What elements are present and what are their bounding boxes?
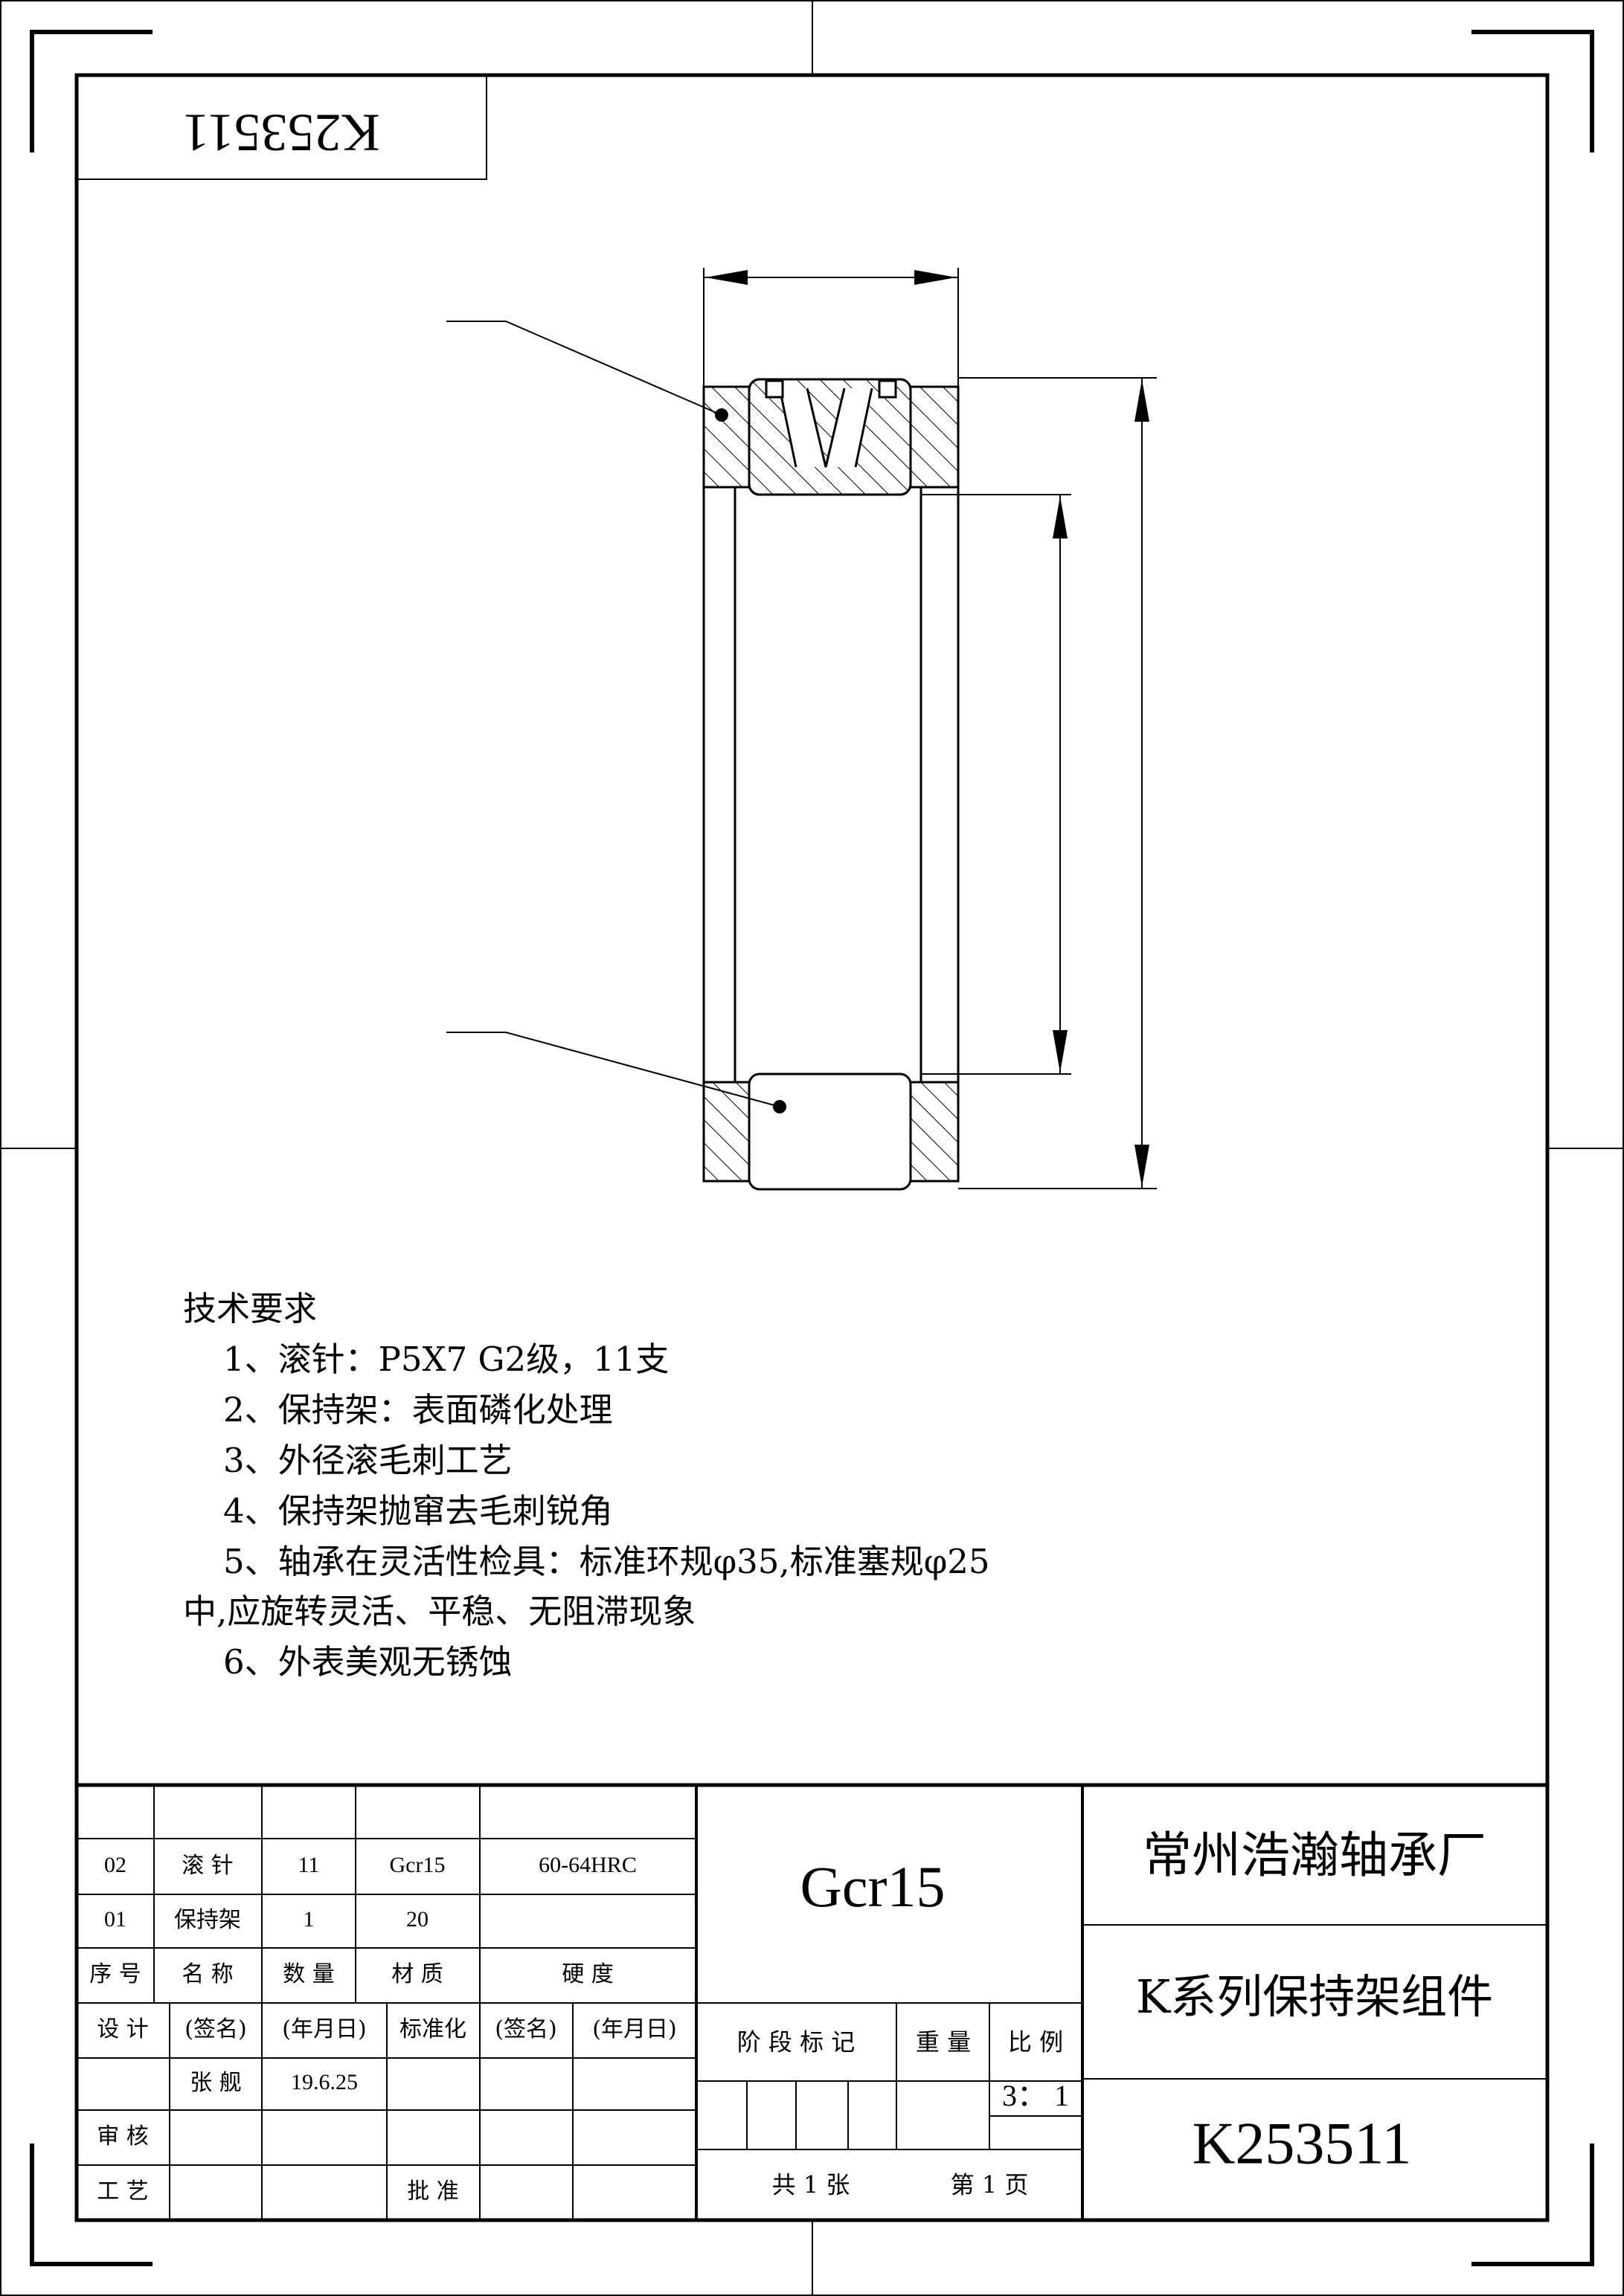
tech-line: 3、外径滚毛刺工艺	[223, 1441, 513, 1480]
dimension-arrows	[705, 270, 1149, 1187]
review-label: 审 核	[97, 2123, 149, 2149]
sheet-count: 共 1 张	[772, 2171, 850, 2199]
corner-code-box: K253511	[76, 74, 487, 180]
inner-border	[74, 73, 1550, 2222]
bom-header-no: 序 号	[89, 1961, 141, 1987]
weight-label: 重 量	[916, 2028, 971, 2057]
tech-line: 中,应旋转灵活、平稳、无阻滞现象	[183, 1592, 696, 1631]
stage-label: 阶 段 标 记	[737, 2028, 856, 2057]
company-name: 常州浩瀚轴承厂	[1143, 1827, 1486, 1884]
bearing-section	[446, 268, 1157, 1191]
sign-label: (签名)	[184, 2016, 246, 2042]
bom-row-material: Gcr15	[390, 1853, 446, 1877]
scale-label: 比 例	[1008, 2028, 1063, 2057]
tech-line: 2、保持架：表面磷化处理	[223, 1390, 613, 1430]
bom-row-no: 02	[104, 1853, 126, 1877]
sign-label: (签名)	[495, 2016, 556, 2042]
bom-row-qty: 1	[304, 1907, 315, 1932]
sign-design-label: 设 计	[97, 2016, 149, 2042]
approve-label: 批 准	[407, 2178, 459, 2205]
tech-line: 1、滚针：P5X7 G2级，11支	[223, 1340, 669, 1379]
tech-line: 6、外表美观无锈蚀	[223, 1642, 513, 1682]
tech-requirements: 技术要求 1、滚针：P5X7 G2级，11支 2、保持架：表面磷化处理 3、外径…	[183, 1289, 989, 1682]
corner-marks	[30, 30, 1594, 2266]
standard-label: 标准化	[399, 2016, 466, 2042]
title-block	[77, 1783, 1547, 2220]
bom-header-qty: 数 量	[283, 1961, 335, 1987]
corner-code: K253511	[182, 103, 379, 162]
bom-header-material: 材 质	[391, 1961, 443, 1987]
bom-row-hardness: 60-64HRC	[539, 1853, 637, 1877]
material-center: Gcr15	[800, 1854, 946, 1919]
part-name: K系列保持架组件	[1136, 1969, 1493, 2024]
date-label: (年月日)	[592, 2016, 676, 2042]
date-label: (年月日)	[282, 2016, 366, 2042]
bom-row-qty: 11	[298, 1853, 320, 1877]
bom-row-no: 01	[104, 1907, 126, 1932]
designer-name: 张 舰	[190, 2070, 242, 2096]
bom-row-name: 滚 针	[182, 1853, 234, 1879]
drawing-number: K253511	[1193, 2111, 1412, 2176]
bom-header-hardness: 硬 度	[562, 1961, 614, 1987]
scale-value: 3： 1	[1002, 2079, 1069, 2112]
bom-row-material: 20	[406, 1907, 429, 1932]
tech-line: 4、保持架抛窜去毛刺锐角	[223, 1491, 613, 1531]
process-label: 工 艺	[97, 2178, 149, 2205]
tech-line: 5、轴承在灵活性检具：标准环规φ35,标准塞规φ25	[223, 1542, 989, 1581]
design-date: 19.6.25	[291, 2070, 358, 2094]
bom-row-name: 保持架	[174, 1907, 241, 1933]
page-number: 第 1 页	[951, 2171, 1029, 2199]
tech-title: 技术要求	[183, 1289, 317, 1328]
bom-header-name: 名 称	[182, 1961, 234, 1987]
